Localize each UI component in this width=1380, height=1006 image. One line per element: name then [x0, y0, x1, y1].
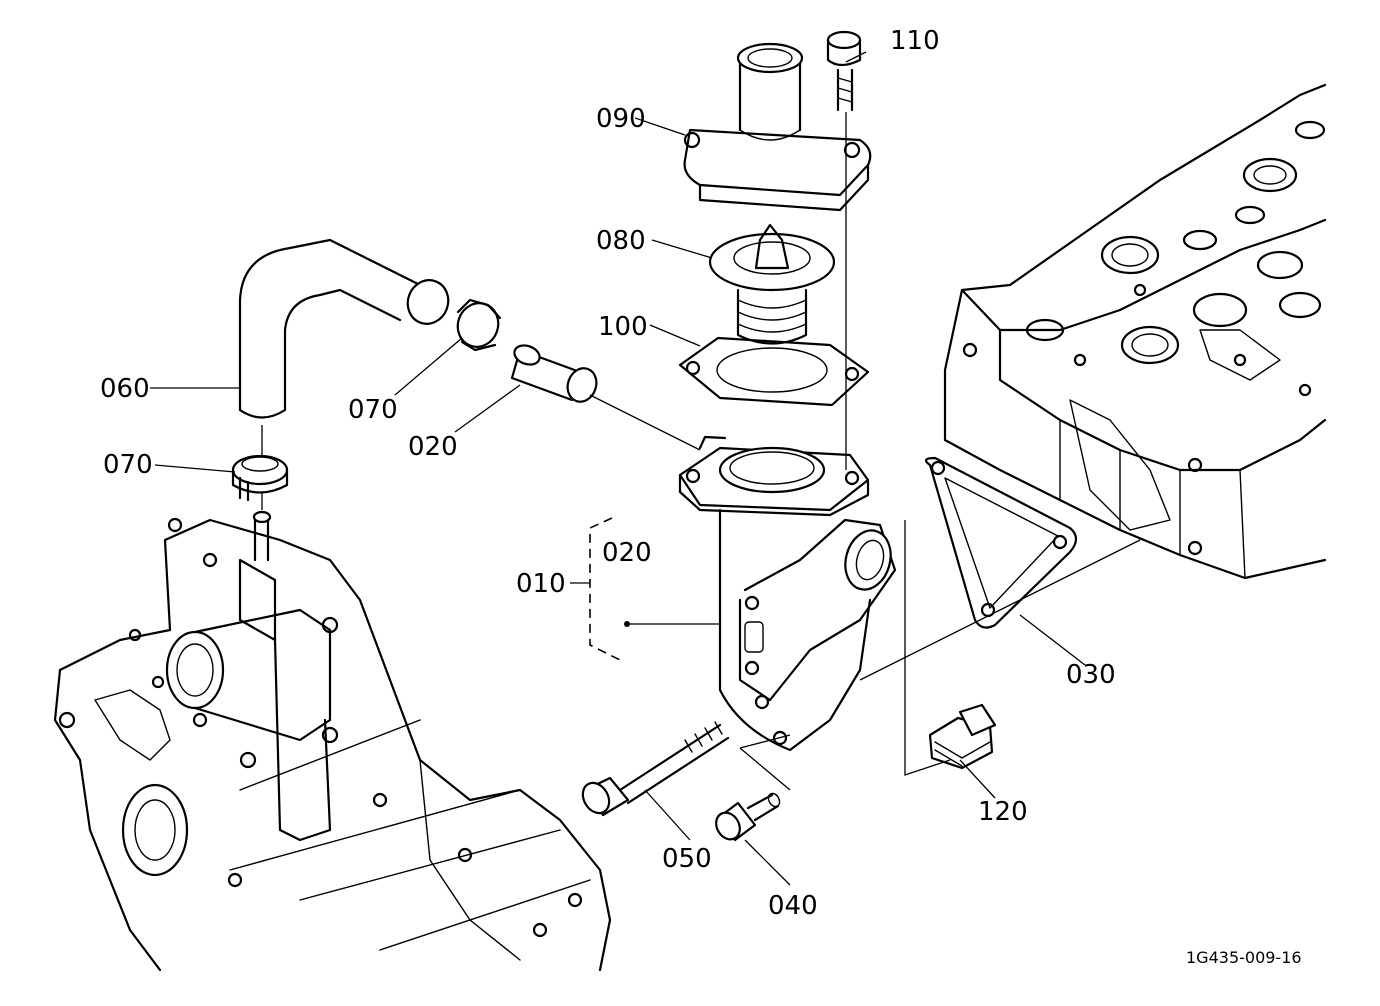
assembly-lines: [150, 51, 1141, 886]
callout-080: 080: [596, 226, 646, 256]
callout-100: 100: [598, 312, 648, 342]
thermostat-cover-090-drawing: [683, 42, 872, 212]
reference-code: 1G435-009-16: [1186, 948, 1302, 967]
hose-060-drawing: [238, 238, 450, 419]
callout-060: 060: [100, 374, 150, 404]
gasket-030-drawing: [924, 456, 1078, 629]
plug-120-drawing: [928, 703, 997, 770]
callout-020-pipe: 020: [408, 432, 458, 462]
callout-090: 090: [596, 104, 646, 134]
bolt-110-drawing: [826, 30, 862, 112]
callout-020-bracket: 020: [602, 538, 652, 568]
bolt-050-drawing: [581, 721, 730, 817]
callout-030: 030: [1066, 660, 1116, 690]
callout-070-upper: 070: [348, 395, 398, 425]
callout-010: 010: [516, 569, 566, 599]
pipe-020-drawing: [510, 344, 598, 403]
callout-120: 120: [978, 797, 1028, 827]
gasket-100-drawing: [678, 336, 870, 407]
callout-070-lower: 070: [103, 450, 153, 480]
bolt-040-drawing: [715, 792, 781, 842]
callout-050: 050: [662, 844, 712, 874]
water-pump-drawing: [53, 510, 612, 972]
callout-110: 110: [890, 26, 940, 56]
clamp-070-lower-drawing: [231, 454, 289, 502]
thermostat-080-drawing: [708, 223, 836, 345]
callout-040: 040: [768, 891, 818, 921]
cylinder-head-drawing: [943, 83, 1327, 580]
thermostat-housing-010-drawing: [678, 435, 897, 752]
clamp-070-upper-drawing: [456, 298, 502, 352]
